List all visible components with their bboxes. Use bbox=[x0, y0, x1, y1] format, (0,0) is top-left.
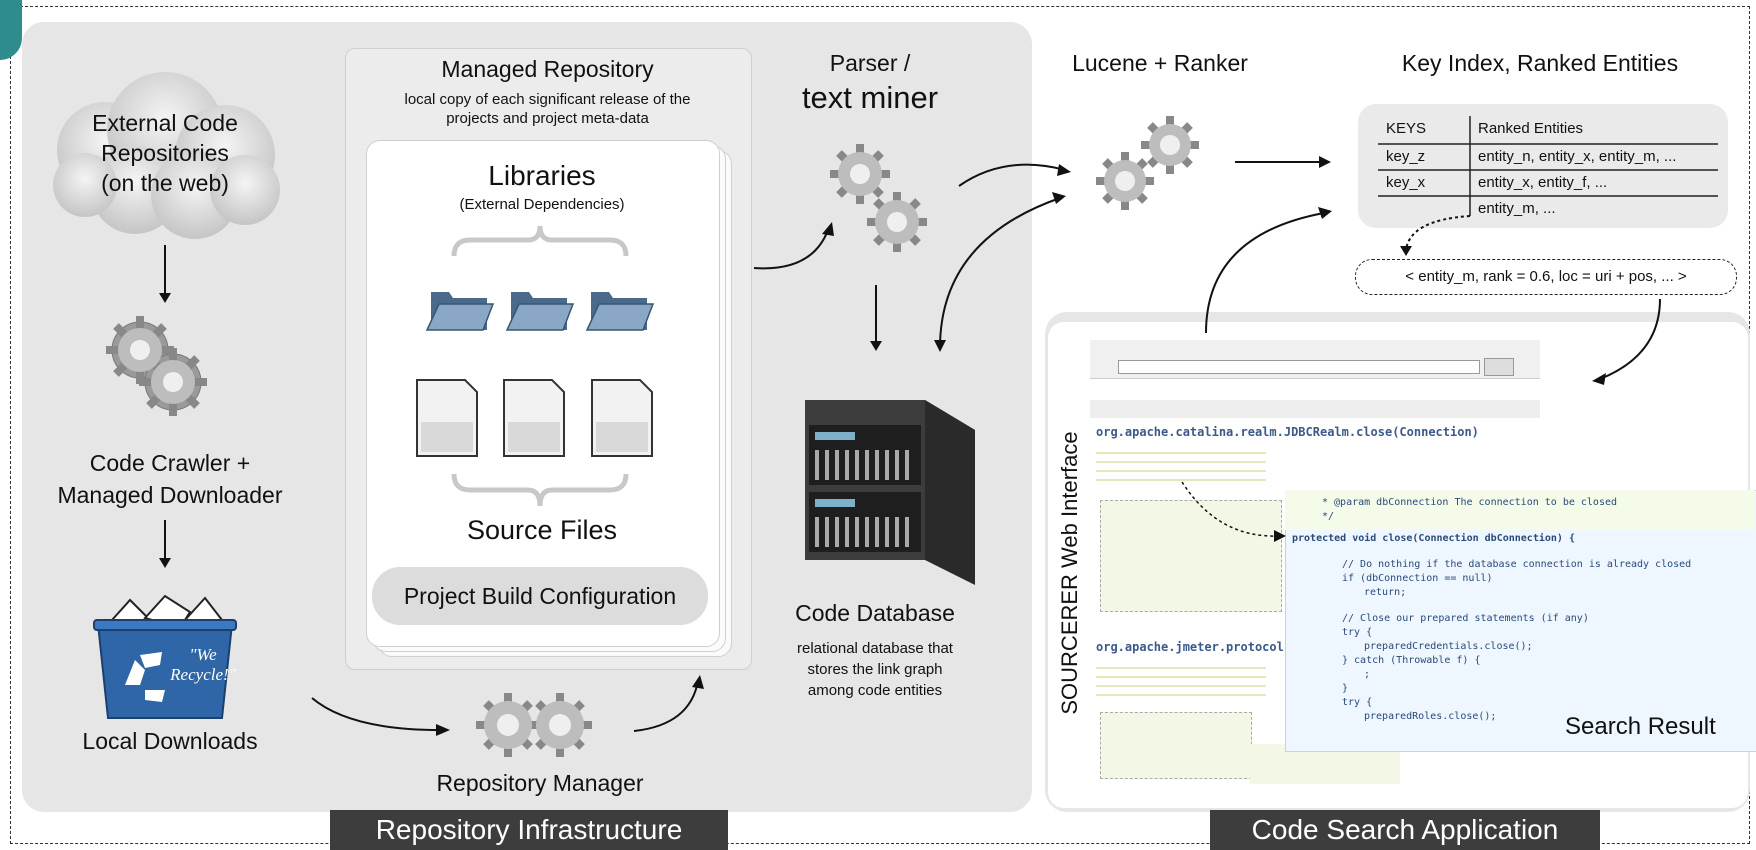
code-line: // Close our prepared statements (if any… bbox=[1342, 613, 1589, 624]
teal-corner-decoration bbox=[0, 0, 22, 60]
web-interface-vertical-label: SOURCERER Web Interface bbox=[1057, 431, 1082, 715]
dotted-link-arrow bbox=[1181, 481, 1286, 542]
arrow-parser-to-lucene bbox=[958, 163, 1071, 187]
repository-manager-label: Repository Manager bbox=[436, 770, 644, 796]
arrow-database-to-lucene bbox=[934, 192, 1066, 352]
table-row-entities: entity_n, entity_x, entity_m, ... bbox=[1478, 148, 1677, 165]
local-downloads-label: Local Downloads bbox=[82, 728, 258, 754]
code-database-description: relational database that stores the link… bbox=[797, 640, 953, 699]
key-index-table-lines bbox=[1378, 116, 1718, 216]
search-input[interactable] bbox=[1118, 360, 1480, 374]
server-icon bbox=[805, 400, 975, 585]
libraries-title: Libraries bbox=[488, 160, 596, 191]
recycle-text: "We Recycle!" bbox=[170, 645, 236, 684]
code-snippet-left bbox=[1100, 500, 1282, 612]
result-meta-block bbox=[1096, 660, 1266, 702]
arrow-cloud-to-crawler bbox=[159, 245, 171, 303]
arrow-parser-to-database bbox=[870, 285, 882, 351]
cloud-icon bbox=[53, 72, 280, 239]
file-icon bbox=[416, 379, 478, 457]
key-index-title: Key Index, Ranked Entities bbox=[1401, 50, 1679, 76]
result-title[interactable]: org.apache.catalina.realm.JDBCRealm.clos… bbox=[1096, 425, 1479, 439]
libraries-subtitle: (External Dependencies) bbox=[459, 196, 625, 213]
arrow-lucene-to-index bbox=[1235, 156, 1331, 168]
code-search-application-label: Code Search Application bbox=[1210, 810, 1600, 850]
arrow-entity-to-result bbox=[1592, 298, 1661, 385]
repository-infrastructure-label: Repository Infrastructure bbox=[330, 810, 728, 850]
code-line: * @param dbConnection The connection to … bbox=[1322, 497, 1618, 508]
code-snippet-left bbox=[1100, 712, 1252, 779]
file-icon bbox=[591, 379, 653, 457]
code-database-title: Code Database bbox=[795, 600, 955, 626]
code-line: return; bbox=[1364, 587, 1407, 598]
search-result-label: Search Result bbox=[1565, 713, 1716, 740]
code-line: preparedCredentials.close(); bbox=[1364, 641, 1533, 652]
code-lines: * @param dbConnection The connection to … bbox=[1292, 496, 1752, 724]
code-line: try { bbox=[1342, 627, 1373, 638]
arrow-repo-to-parser bbox=[753, 222, 834, 270]
search-result-popup bbox=[1285, 490, 1756, 752]
search-result-header bbox=[1285, 490, 1755, 530]
table-header-keys: KEYS bbox=[1386, 120, 1427, 137]
managed-repository-subtitle: local copy of each significant release o… bbox=[404, 91, 691, 127]
arrow-crawler-to-downloads bbox=[159, 520, 171, 568]
code-line: } bbox=[1342, 683, 1349, 694]
table-row-entities: entity_m, ... bbox=[1478, 200, 1556, 217]
managed-repository-title: Managed Repository bbox=[441, 56, 654, 82]
table-row-key: key_z bbox=[1386, 148, 1426, 165]
parser-label-line1: Parser / bbox=[829, 50, 911, 76]
table-row-entities: entity_x, entity_f, ... bbox=[1478, 174, 1608, 191]
file-icon bbox=[503, 379, 565, 457]
gear-icon bbox=[830, 144, 927, 252]
recycle-bin-icon bbox=[93, 594, 237, 719]
folder-icon bbox=[505, 292, 575, 331]
source-files-label: Source Files bbox=[466, 515, 618, 545]
folder-icon bbox=[425, 292, 495, 331]
code-line: ; bbox=[1364, 669, 1371, 680]
arrow-manager-to-repo bbox=[633, 675, 704, 732]
external-repositories-label: External Code Repositories (on the web) bbox=[92, 110, 238, 196]
folder-icon bbox=[585, 292, 655, 331]
table-header-ranked: Ranked Entities bbox=[1478, 120, 1584, 137]
arrow-index-to-entity bbox=[1400, 215, 1471, 256]
libraries-brace bbox=[451, 225, 629, 257]
code-line: } catch (Throwable f) { bbox=[1342, 655, 1481, 666]
code-crawler-label: Code Crawler + Managed Downloader bbox=[57, 450, 283, 508]
arrow-downloads-to-manager bbox=[311, 697, 450, 736]
code-line: // Do nothing if the database connection… bbox=[1342, 559, 1692, 570]
result-title[interactable]: org.apache.jmeter.protocol. bbox=[1096, 640, 1292, 654]
pagination-bar bbox=[1090, 400, 1540, 418]
source-files-brace bbox=[451, 473, 629, 507]
key-index-table-box bbox=[1358, 104, 1728, 228]
gear-icon bbox=[106, 316, 207, 416]
code-line: preparedRoles.close(); bbox=[1364, 711, 1497, 722]
lucene-ranker-label: Lucene + Ranker bbox=[1072, 50, 1248, 76]
code-line: if (dbConnection == null) bbox=[1342, 573, 1493, 584]
code-line: try { bbox=[1342, 697, 1373, 708]
table-row-key: key_x bbox=[1386, 174, 1426, 191]
entity-record: < entity_m, rank = 0.6, loc = uri + pos,… bbox=[1355, 259, 1737, 295]
arrow-web-to-lucene bbox=[1205, 207, 1332, 334]
code-line: protected void close(Connection dbConnec… bbox=[1292, 533, 1575, 544]
search-button[interactable] bbox=[1484, 358, 1514, 376]
gear-icon bbox=[1096, 116, 1199, 210]
code-line: */ bbox=[1322, 511, 1335, 522]
gear-icon bbox=[476, 693, 592, 757]
project-build-configuration: Project Build Configuration bbox=[372, 567, 708, 625]
parser-label-line2: text miner bbox=[801, 80, 939, 115]
result-meta-block bbox=[1096, 445, 1266, 487]
